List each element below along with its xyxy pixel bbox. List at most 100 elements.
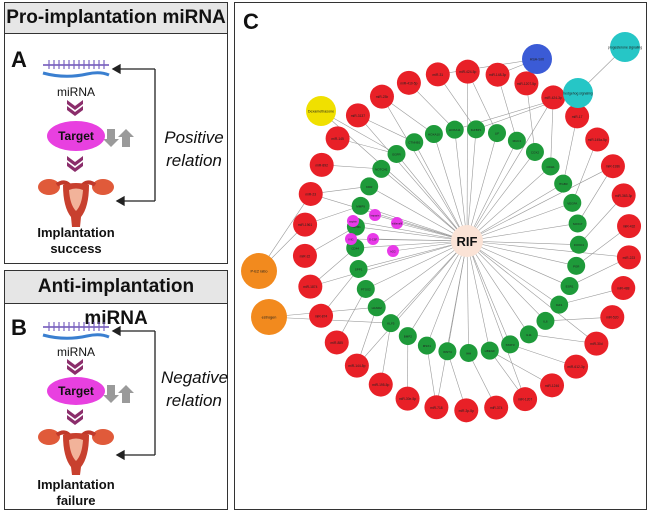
gene-node[interactable]: EGFR bbox=[387, 144, 406, 163]
gene-node-circle bbox=[424, 125, 443, 144]
network-edge bbox=[396, 153, 468, 242]
mirna-node[interactable]: miR-1874 bbox=[298, 274, 323, 299]
mirna-node[interactable]: miR-885 bbox=[324, 330, 349, 355]
mirna-node[interactable]: miR-193b bbox=[600, 154, 625, 179]
hormone-node[interactable]: P-E2 ratio bbox=[241, 253, 277, 289]
mirna-node[interactable]: miR-374 bbox=[484, 395, 509, 420]
mirna-node[interactable]: miR-145a-5p bbox=[585, 127, 610, 152]
mirna-node[interactable]: miR-892 bbox=[309, 152, 334, 177]
mirna-node-label: miR-874 bbox=[315, 314, 328, 318]
gene-node[interactable]: IHH bbox=[459, 343, 478, 362]
mirna-node[interactable]: miR-148-3p bbox=[485, 62, 510, 87]
mirna-node[interactable]: miR-23 bbox=[298, 181, 323, 206]
gene-node[interactable]: MSX1 bbox=[417, 336, 436, 355]
gene-node[interactable]: IGF1 bbox=[550, 295, 569, 314]
mirna-node[interactable]: miR-488 bbox=[611, 276, 636, 301]
mirna-node[interactable]: miR-1246 bbox=[540, 373, 565, 398]
hormone-node[interactable]: estrogen bbox=[251, 299, 287, 335]
gene-node[interactable]: KLF5 bbox=[381, 314, 400, 333]
mirna-node[interactable]: miR-520 bbox=[600, 305, 625, 330]
gene-node[interactable]: SOX17 bbox=[568, 214, 587, 233]
blue-node[interactable]: HSA-SIX bbox=[522, 44, 552, 74]
gene-node-circle bbox=[541, 157, 560, 176]
gene-node-circle bbox=[445, 120, 464, 139]
gene-node[interactable]: BMP2 bbox=[398, 327, 417, 346]
mirna-node[interactable]: miR-874 bbox=[309, 303, 334, 328]
gene-node[interactable]: NOTCH1 bbox=[372, 159, 391, 178]
mirna-node[interactable]: miR-30e-5p bbox=[395, 386, 420, 411]
mirna-node[interactable]: miR-410-5p bbox=[396, 70, 421, 95]
mirna-node[interactable]: miR-363-3p bbox=[611, 183, 636, 208]
gene-node[interactable]: MUC1 bbox=[507, 131, 526, 150]
mirna-node[interactable]: miR-195-5p bbox=[368, 372, 393, 397]
gene-node[interactable]: MMP9 bbox=[351, 196, 370, 215]
drug-node[interactable]: heparin bbox=[369, 209, 381, 221]
gene-node[interactable]: HBEGF bbox=[480, 341, 499, 360]
gene-node[interactable]: WNT4 bbox=[438, 342, 457, 361]
mirna-node[interactable]: miR-144-5p bbox=[344, 353, 369, 378]
network-edge bbox=[352, 220, 468, 242]
gene-node-label: IHH bbox=[466, 351, 471, 355]
gene-node[interactable]: FOXO1 bbox=[569, 235, 588, 254]
gene-node[interactable]: SPP1 bbox=[349, 259, 368, 278]
hormone-node-circle bbox=[241, 253, 277, 289]
mirna-node[interactable]: miR-612-3p bbox=[564, 354, 589, 379]
gene-node[interactable]: HAND2 bbox=[367, 298, 386, 317]
rif-center-node[interactable]: RIF bbox=[451, 225, 483, 257]
gene-node[interactable]: PTGS2 bbox=[356, 279, 375, 298]
mirna-node[interactable]: miR-424-5p bbox=[455, 59, 480, 84]
drug-node[interactable]: IVIG bbox=[345, 233, 357, 245]
mirna-node[interactable]: miR-3137 bbox=[345, 103, 370, 128]
mirna-node[interactable]: miR-30d bbox=[584, 331, 609, 356]
mirna-node[interactable]: miR-223 bbox=[616, 245, 641, 270]
gene-node[interactable]: VEGFA bbox=[563, 193, 582, 212]
pathway-node[interactable]: progesterone signaling bbox=[608, 32, 642, 62]
drug-node[interactable]: sildenafil bbox=[391, 217, 403, 229]
mirna-node[interactable]: miR-424-3p bbox=[541, 85, 566, 110]
network-edge bbox=[390, 240, 468, 324]
drug-node[interactable]: hCG bbox=[387, 245, 399, 257]
gene-node[interactable]: HOXA10 bbox=[424, 125, 443, 144]
mirna-node[interactable]: miR-1961 bbox=[293, 212, 318, 237]
gene-node-circle bbox=[568, 214, 587, 233]
drug-node[interactable]: G-CSF bbox=[367, 233, 379, 245]
gene-node[interactable]: ESR1 bbox=[560, 277, 579, 296]
mirna-node[interactable]: miR-17 bbox=[565, 104, 590, 129]
gene-node[interactable]: IL6 bbox=[536, 311, 555, 330]
mirna-node[interactable]: miR-432 bbox=[617, 214, 642, 239]
mirna-node[interactable]: miR-31 bbox=[425, 62, 450, 87]
drug-node-label: IVIG bbox=[348, 238, 353, 242]
mirna-node[interactable]: miR-3p-5p bbox=[454, 398, 479, 423]
drug-node[interactable]: aspirin bbox=[347, 215, 359, 227]
network-edge bbox=[466, 240, 546, 322]
gene-node-circle bbox=[536, 311, 555, 330]
mirna-strand-icon bbox=[42, 322, 110, 340]
mirna-node[interactable]: miR-718 bbox=[424, 395, 449, 420]
gene-node[interactable]: IGFBP1 bbox=[467, 120, 486, 139]
pathway-node[interactable]: hedgehog signaling bbox=[563, 78, 593, 108]
gene-node[interactable]: LIF bbox=[488, 124, 507, 143]
gene-node[interactable]: CTNNB1 bbox=[405, 133, 424, 152]
gene-node[interactable]: CDH1 bbox=[541, 157, 560, 176]
mirna-node[interactable]: miR-1207-5p bbox=[514, 71, 539, 96]
gene-node-circle bbox=[569, 235, 588, 254]
gene-node[interactable]: STAT3 bbox=[501, 335, 520, 354]
mirna-node-label: miR-31 bbox=[432, 73, 443, 77]
gene-node-circle bbox=[525, 142, 544, 161]
gene-node[interactable]: HOXA11 bbox=[445, 120, 464, 139]
mirna-node[interactable]: miR-1207 bbox=[513, 387, 538, 412]
mirna-node[interactable]: miR-145 bbox=[325, 126, 350, 151]
relation-label: Positive relation bbox=[161, 127, 227, 173]
network-edge bbox=[369, 186, 468, 242]
up-down-arrows-icon bbox=[103, 129, 134, 147]
gene-node[interactable]: IL11 bbox=[519, 325, 538, 344]
gene-node[interactable]: PGR bbox=[567, 256, 586, 275]
gene-node[interactable]: ITGB3 bbox=[554, 174, 573, 193]
network-edge bbox=[381, 168, 468, 242]
mirna-node[interactable]: miR-23b bbox=[369, 84, 394, 109]
mirna-node[interactable]: miR-22 bbox=[292, 243, 317, 268]
yellow-node[interactable]: Dexamethasone bbox=[306, 96, 336, 126]
mirna-node-label: miR-22 bbox=[300, 254, 311, 258]
gene-node[interactable]: KDR bbox=[360, 177, 379, 196]
gene-node[interactable]: COX2 bbox=[525, 142, 544, 161]
